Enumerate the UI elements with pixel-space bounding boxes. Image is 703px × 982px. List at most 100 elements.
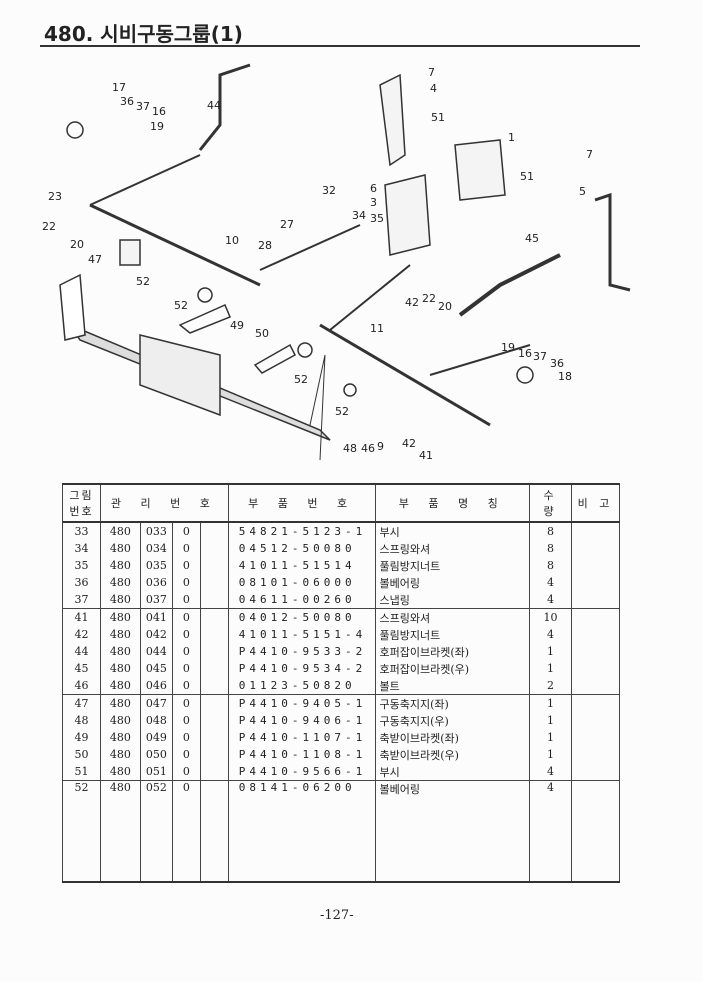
remark-cell [571,780,620,883]
part-name-cell: 구동축지지(좌) [374,694,531,712]
callout-label: 10 [225,234,239,247]
remark-cell [571,763,620,781]
header-remark: 비 고 [571,483,620,523]
blank-cell [199,522,229,540]
header-fig-no: 그림 번호 [62,483,101,523]
callout-label: 23 [48,190,62,203]
part-name-cell: 풀림방지너트 [374,557,531,574]
quantity-cell: 4 [529,780,572,883]
part-number-cell: P4410-9533-2 [227,643,376,660]
fig-no-cell: 41 [62,608,101,626]
serial-code-cell: 048 [139,712,173,729]
remark-cell [571,557,620,574]
fig-no-cell: 50 [62,746,101,763]
serial-code-cell: 044 [139,643,173,660]
blank-cell [199,746,229,763]
fig-no-cell: 44 [62,643,101,660]
title-divider [40,45,640,47]
part-name-cell: 볼베어링 [374,780,531,883]
revision-cell: 0 [171,712,201,729]
remark-cell [571,574,620,591]
fig-no-cell: 45 [62,660,101,677]
header-mgmt-no: 관 리 번 호 [99,483,229,523]
callout-label: 50 [255,327,269,340]
group-code-cell: 480 [99,540,141,557]
remark-cell [571,608,620,626]
fig-no-cell: 52 [62,780,101,883]
callout-label: 32 [322,184,336,197]
part-name-cell: 축받이브라켓(우) [374,746,531,763]
remark-cell [571,660,620,677]
revision-cell: 0 [171,746,201,763]
revision-cell: 0 [171,557,201,574]
fig-no-cell: 36 [62,574,101,591]
revision-cell: 0 [171,591,201,609]
page-title: 480. 시비구동그룹(1) [44,22,243,46]
callout-label: 42 [405,296,419,309]
part-name-cell: 스프링와셔 [374,608,531,626]
blank-cell [199,763,229,781]
fig-no-cell: 35 [62,557,101,574]
part-number-cell: P4410-9566-1 [227,763,376,781]
callout-label: 7 [428,66,435,79]
quantity-cell: 1 [529,712,572,729]
part-name-cell: 호퍼잡이브라켓(우) [374,660,531,677]
revision-cell: 0 [171,522,201,540]
part-number-cell: 41011-5151-4 [227,626,376,643]
fig-no-cell: 48 [62,712,101,729]
revision-cell: 0 [171,626,201,643]
callout-label: 42 [402,437,416,450]
part-number-cell: P4410-9406-1 [227,712,376,729]
fig-no-cell: 47 [62,694,101,712]
callout-label: 6 [370,182,377,195]
part-name-cell: 부시 [374,522,531,540]
part-name-cell: 축받이브라켓(좌) [374,729,531,746]
serial-code-cell: 041 [139,608,173,626]
serial-code-cell: 049 [139,729,173,746]
part-number-cell: P4410-1108-1 [227,746,376,763]
part-number-cell: 04512-50080 [227,540,376,557]
group-code-cell: 480 [99,694,141,712]
group-code-cell: 480 [99,712,141,729]
part-number-cell: 01123-50820 [227,677,376,695]
group-code-cell: 480 [99,591,141,609]
quantity-cell: 1 [529,660,572,677]
blank-cell [199,660,229,677]
blank-cell [199,677,229,695]
revision-cell: 0 [171,540,201,557]
callout-label: 48 [343,442,357,455]
serial-code-cell: 037 [139,591,173,609]
revision-cell: 0 [171,729,201,746]
callout-label: 3 [370,196,377,209]
diagram-drawing [59,63,631,461]
fig-no-cell: 37 [62,591,101,609]
quantity-cell: 10 [529,608,572,626]
remark-cell [571,643,620,660]
callout-label: 46 [361,442,375,455]
callout-label: 19 [501,341,515,354]
callout-label: 52 [335,405,349,418]
revision-cell: 0 [171,780,201,883]
callout-label: 22 [42,220,56,233]
fig-no-cell: 46 [62,677,101,695]
serial-code-cell: 051 [139,763,173,781]
part-number-cell: 41011-51514 [227,557,376,574]
group-code-cell: 480 [99,780,141,883]
callout-label: 35 [370,212,384,225]
group-code-cell: 480 [99,763,141,781]
group-code-cell: 480 [99,574,141,591]
part-number-cell: 54821-5123-1 [227,522,376,540]
callout-label: 49 [230,319,244,332]
serial-code-cell: 034 [139,540,173,557]
remark-cell [571,677,620,695]
callout-label: 37 [136,100,150,113]
quantity-cell: 1 [529,729,572,746]
quantity-cell: 4 [529,626,572,643]
fig-no-cell: 49 [62,729,101,746]
quantity-cell: 1 [529,746,572,763]
